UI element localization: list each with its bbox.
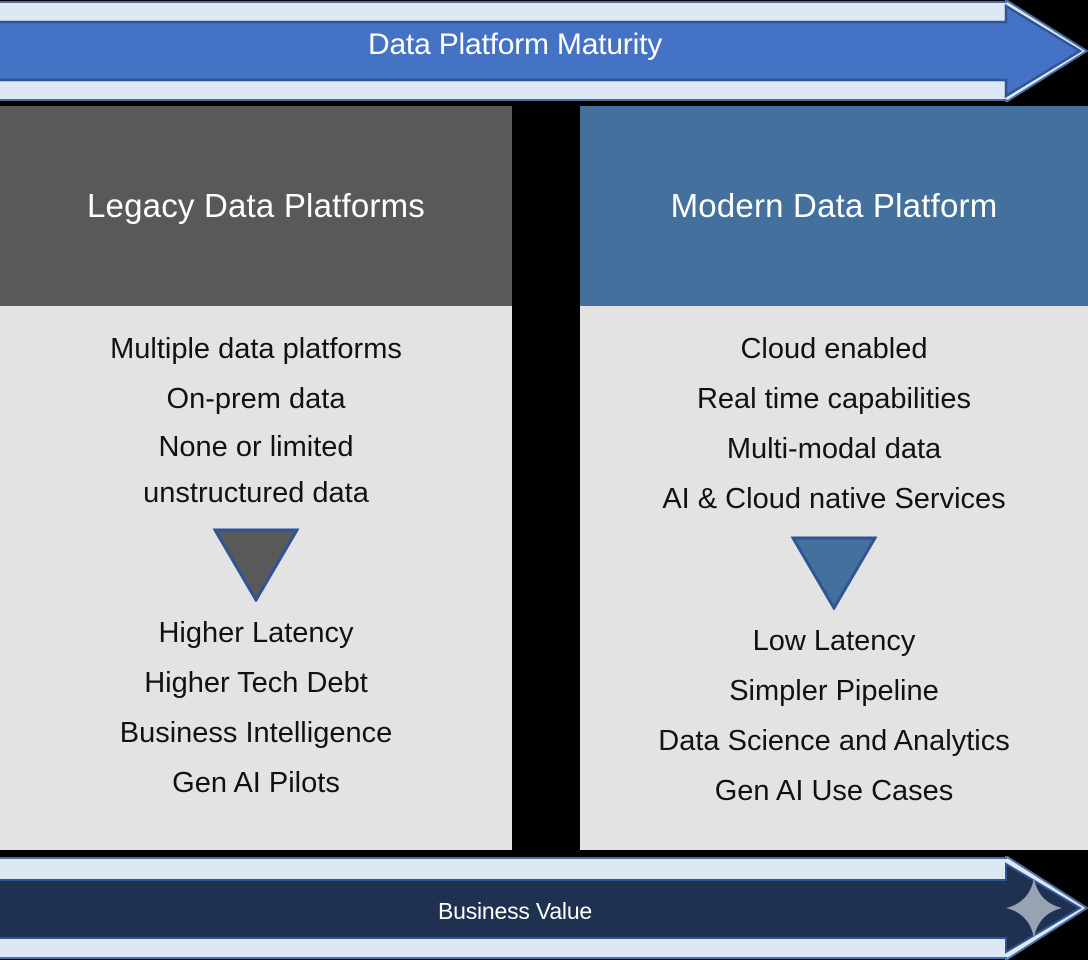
legacy-outcome-item: Business Intelligence [119,717,393,749]
modern-outcome-item: Gen AI Use Cases [714,775,954,807]
modern-feature-item: Multi-modal data [726,433,942,465]
bottom-arrow-shape [0,856,1088,960]
legacy-feature-item: None or limited unstructured data [143,431,369,509]
legacy-column-header: Legacy Data Platforms [0,106,512,306]
top-arrow-shape [0,0,1088,102]
top-arrow-label: Data Platform Maturity [367,28,663,61]
modern-feature-item: AI & Cloud native Services [662,483,1006,515]
modern-outcome-item: Data Science and Analytics [658,725,1010,757]
legacy-outcome-item: Higher Tech Debt [144,667,368,699]
business-value-arrow: Business Value [0,856,1088,960]
modern-outcome-list: Low Latency Simpler Pipeline Data Scienc… [580,616,1088,816]
down-triangle-icon [791,536,877,610]
legacy-data-platforms-column: Legacy Data Platforms Multiple data plat… [0,106,512,850]
legacy-feature-list: Multiple data platforms On-prem data Non… [0,324,512,516]
modern-outcome-item: Low Latency [752,625,916,657]
modern-data-platform-column: Modern Data Platform Cloud enabled Real … [580,106,1088,850]
modern-column-title: Modern Data Platform [670,187,998,224]
legacy-feature-item: On-prem data [166,383,346,415]
down-triangle-icon [213,528,299,602]
modern-outcome-item: Simpler Pipeline [729,675,939,707]
modern-feature-list: Cloud enabled Real time capabilities Mul… [580,324,1088,524]
modern-column-body: Cloud enabled Real time capabilities Mul… [580,306,1088,850]
legacy-feature-item: Multiple data platforms [110,333,402,365]
bottom-arrow-label: Business Value [437,898,593,924]
legacy-outcome-item: Gen AI Pilots [172,767,340,799]
modern-column-header: Modern Data Platform [580,106,1088,306]
data-platform-maturity-arrow: Data Platform Maturity [0,0,1088,102]
modern-feature-item: Cloud enabled [740,333,928,365]
legacy-column-body: Multiple data platforms On-prem data Non… [0,306,512,850]
legacy-column-title: Legacy Data Platforms [86,187,426,224]
modern-feature-item: Real time capabilities [696,383,971,415]
legacy-outcome-list: Higher Latency Higher Tech Debt Business… [0,608,512,808]
legacy-outcome-item: Higher Latency [158,617,354,649]
comparison-columns: Legacy Data Platforms Multiple data plat… [0,106,1088,850]
